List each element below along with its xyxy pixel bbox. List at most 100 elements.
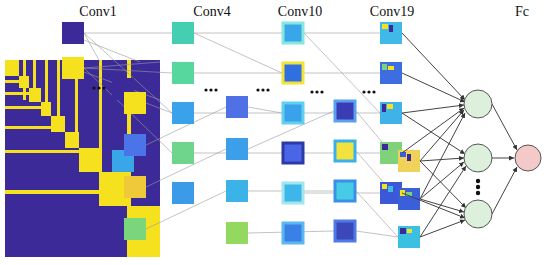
fc-arrow	[402, 33, 465, 100]
ellipsis-dot	[209, 88, 212, 91]
column-label: Conv10	[276, 4, 324, 19]
ellipsis-dot	[261, 88, 264, 91]
connection-line	[84, 33, 172, 113]
feature-map	[124, 218, 146, 240]
ellipsis-dot	[362, 90, 365, 93]
feature-patch	[382, 64, 387, 70]
fc-arrow	[420, 162, 464, 199]
ellipsis-dot	[476, 191, 480, 195]
connection-line	[84, 33, 172, 34]
feature-map	[124, 92, 146, 114]
matrix-block	[29, 88, 41, 102]
feature-map	[62, 22, 84, 44]
feature-map	[172, 22, 194, 44]
feature-map	[172, 102, 194, 124]
output-neuron	[515, 145, 541, 171]
feature-map	[335, 181, 355, 201]
feature-patch	[388, 186, 393, 192]
feature-patch	[382, 104, 386, 112]
ellipsis-dot	[92, 86, 95, 89]
feature-map	[335, 221, 355, 241]
ellipsis-dot	[372, 90, 375, 93]
feature-map	[283, 23, 303, 43]
feature-patch	[388, 66, 394, 70]
fc-arrow	[420, 158, 464, 161]
feature-patch	[407, 154, 411, 161]
ellipsis-dot	[204, 88, 207, 91]
fc-arrow	[420, 220, 465, 237]
feature-map	[283, 103, 303, 123]
feature-map	[226, 138, 248, 160]
feature-map	[380, 102, 402, 124]
feature-map	[398, 150, 420, 172]
feature-map	[226, 222, 248, 244]
ellipsis-dot	[476, 179, 480, 183]
feature-map	[62, 57, 84, 79]
ellipsis-dot	[367, 90, 370, 93]
ellipsis-dot	[310, 90, 313, 93]
matrix-stripe	[57, 60, 60, 116]
feature-map	[335, 101, 355, 121]
connection-line	[194, 33, 282, 34]
ellipsis-dot	[256, 88, 259, 91]
feature-map	[283, 223, 303, 243]
connection-line	[84, 72, 160, 100]
matrix-stripe	[5, 150, 79, 153]
ellipsis-dot	[320, 90, 323, 93]
column-label: Fc	[513, 4, 531, 19]
fc-neuron	[464, 144, 492, 172]
feature-patch	[387, 104, 393, 109]
matrix-block	[65, 132, 79, 148]
connection-line	[304, 33, 380, 34]
ellipsis-dot	[102, 86, 105, 89]
fc-arrow	[420, 113, 465, 199]
column-label-box: Fc	[513, 2, 531, 20]
matrix-stripe	[99, 60, 102, 172]
ellipsis-dot	[214, 88, 217, 91]
matrix-stripe	[5, 126, 51, 129]
ellipsis-dot	[266, 88, 269, 91]
fc-arrow	[492, 104, 517, 150]
fc-arrow	[420, 110, 464, 161]
feature-map	[335, 141, 355, 161]
feature-patch	[389, 25, 393, 32]
input-matrix	[5, 60, 160, 257]
connection-line	[356, 231, 398, 237]
matrix-stripe	[5, 106, 41, 109]
matrix-block	[41, 102, 51, 116]
feature-patch	[382, 24, 388, 29]
feature-map	[283, 183, 303, 203]
feature-map	[283, 63, 303, 83]
feature-map	[380, 62, 402, 84]
column-label-box: Conv1	[77, 2, 118, 20]
feature-map	[172, 142, 194, 164]
column-label: Conv19	[368, 4, 416, 19]
matrix-block	[5, 60, 19, 76]
fc-arrow	[492, 158, 514, 159]
connection-line	[84, 68, 172, 73]
matrix-block	[99, 172, 127, 206]
column-label: Conv4	[191, 4, 232, 19]
column-label: Conv1	[77, 4, 118, 19]
ellipsis-dot	[97, 86, 100, 89]
feature-patch	[382, 184, 387, 189]
feature-map	[172, 182, 194, 204]
feature-map	[226, 96, 248, 118]
column-label-box: Conv4	[191, 2, 232, 20]
connection-line	[194, 33, 282, 73]
fc-arrow	[420, 199, 464, 212]
fc-neuron	[464, 200, 492, 228]
feature-map	[380, 22, 402, 44]
matrix-block	[51, 116, 65, 132]
column-label-box: Conv19	[368, 2, 416, 20]
matrix-stripe	[5, 92, 29, 95]
feature-patch	[382, 144, 388, 150]
feature-patch	[400, 228, 406, 234]
feature-map	[124, 176, 146, 198]
matrix-stripe	[5, 190, 99, 194]
feature-map	[172, 62, 194, 84]
fc-neuron	[464, 90, 492, 118]
feature-map	[226, 180, 248, 202]
